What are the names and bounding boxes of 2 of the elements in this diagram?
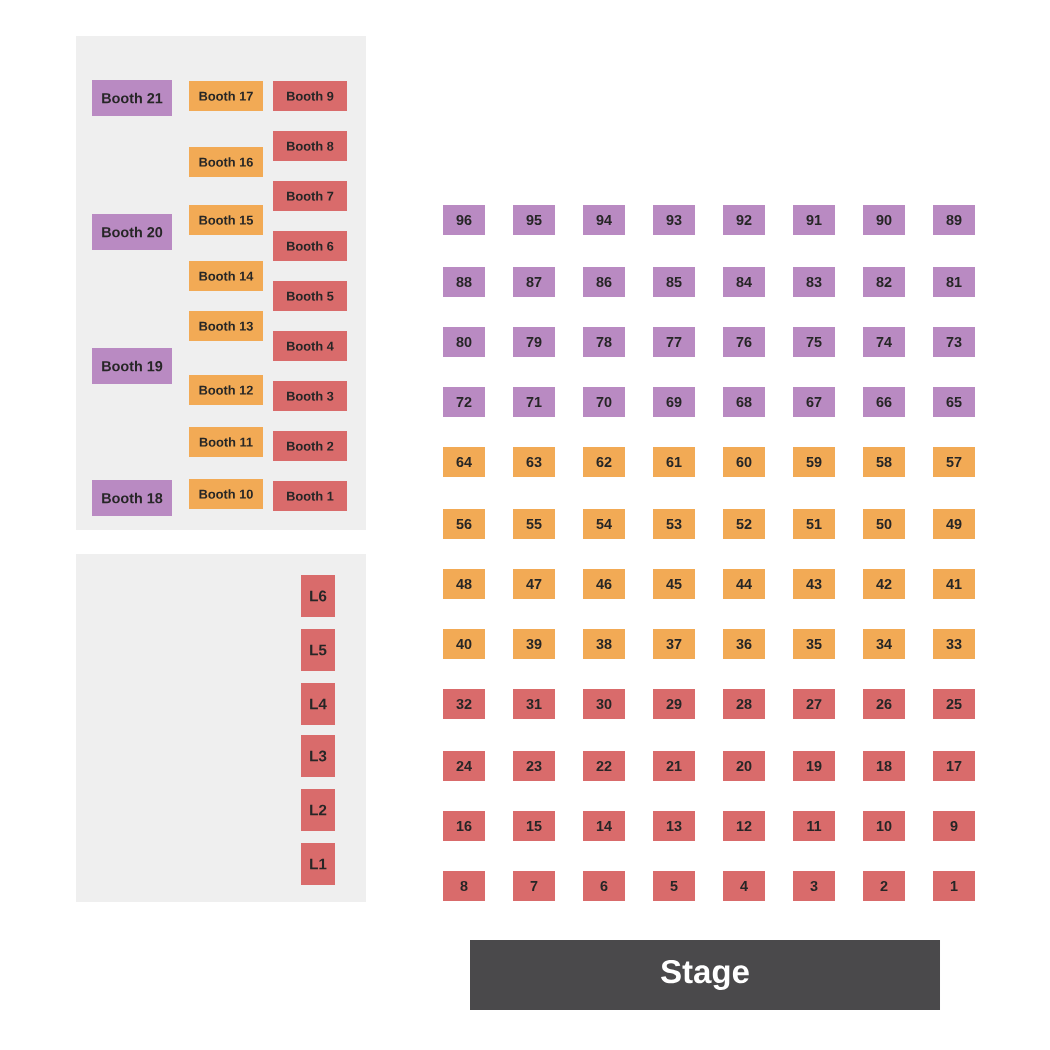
stage-block: Stage [470, 940, 940, 1010]
lounge-area-background [76, 554, 366, 902]
